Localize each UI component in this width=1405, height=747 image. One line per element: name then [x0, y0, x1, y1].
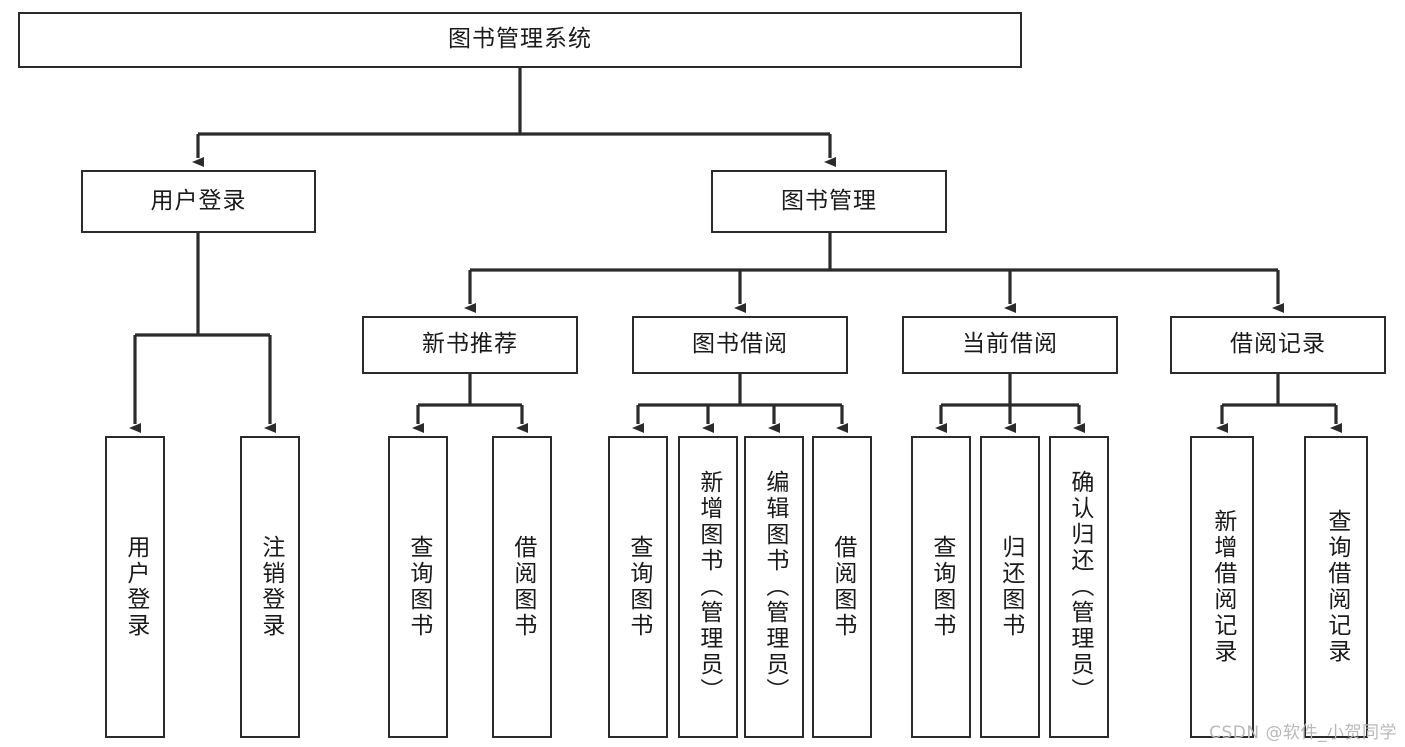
node-label: 查询图书 — [928, 535, 955, 639]
node-leaf-confirm-return-admin[interactable]: 确认归还（管理员） — [1049, 436, 1109, 738]
node-root-book-management-system[interactable]: 图书管理系统 — [18, 12, 1022, 68]
node-label: 新书推荐 — [422, 331, 518, 358]
node-leaf-query-borrow-record[interactable]: 查询借阅记录 — [1304, 436, 1368, 738]
node-leaf-borrow-book[interactable]: 借阅图书 — [812, 436, 872, 738]
node-label: 用户登录 — [150, 187, 247, 214]
node-label: 当前借阅 — [962, 331, 1058, 358]
node-book-management[interactable]: 图书管理 — [711, 170, 947, 233]
node-leaf-user-login[interactable]: 用户登录 — [105, 436, 165, 738]
node-current-borrow[interactable]: 当前借阅 — [902, 316, 1118, 374]
node-label: 新增图书（管理员） — [695, 470, 722, 704]
node-leaf-add-book-admin[interactable]: 新增图书（管理员） — [678, 436, 738, 738]
node-label: 借阅记录 — [1230, 331, 1326, 358]
node-leaf-query-book-new[interactable]: 查询图书 — [388, 436, 448, 738]
node-label: 用户登录 — [122, 535, 149, 639]
node-label: 新增借阅记录 — [1209, 509, 1236, 665]
watermark-text: CSDN @软件_小贺同学 — [1209, 723, 1397, 743]
node-label: 图书借阅 — [692, 331, 788, 358]
node-leaf-edit-book-admin[interactable]: 编辑图书（管理员） — [744, 436, 804, 738]
node-label: 归还图书 — [997, 535, 1024, 639]
node-label: 查询借阅记录 — [1323, 509, 1350, 665]
node-label: 注销登录 — [257, 535, 284, 639]
node-new-book-recommend[interactable]: 新书推荐 — [362, 316, 578, 374]
node-label: 查询图书 — [405, 535, 432, 639]
node-leaf-query-book-borrow[interactable]: 查询图书 — [608, 436, 668, 738]
node-label: 查询图书 — [625, 535, 652, 639]
node-label: 确认归还（管理员） — [1066, 470, 1093, 704]
node-book-borrow[interactable]: 图书借阅 — [632, 316, 848, 374]
node-leaf-logout[interactable]: 注销登录 — [240, 436, 300, 738]
node-label: 图书管理 — [781, 187, 877, 214]
node-leaf-add-borrow-record[interactable]: 新增借阅记录 — [1190, 436, 1254, 738]
node-borrow-record[interactable]: 借阅记录 — [1170, 316, 1386, 374]
node-leaf-return-book[interactable]: 归还图书 — [980, 436, 1040, 738]
node-leaf-query-book-current[interactable]: 查询图书 — [911, 436, 971, 738]
node-label: 借阅图书 — [509, 535, 536, 639]
node-user-login[interactable]: 用户登录 — [81, 170, 316, 233]
node-label: 编辑图书（管理员） — [761, 470, 788, 704]
node-label: 图书管理系统 — [448, 26, 592, 53]
node-leaf-borrow-book-new[interactable]: 借阅图书 — [492, 436, 552, 738]
node-label: 借阅图书 — [829, 535, 856, 639]
